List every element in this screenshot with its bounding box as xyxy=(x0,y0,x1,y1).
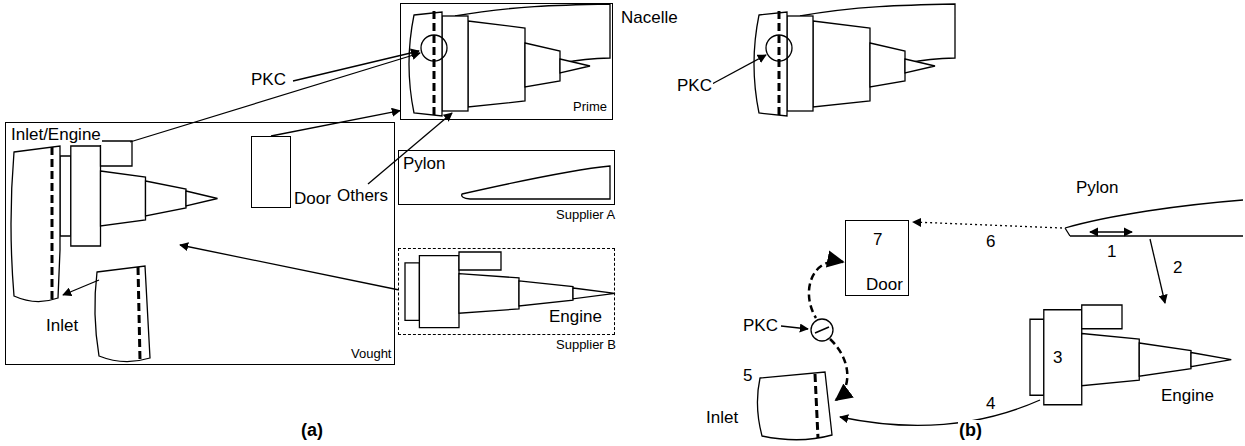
connector-arrow xyxy=(180,245,398,290)
node-label: Door xyxy=(866,275,903,295)
node-label: Vought xyxy=(351,347,392,362)
node-sublabel: Supplier A xyxy=(556,208,615,223)
part-label: PKC xyxy=(250,70,287,90)
part-label: PKC xyxy=(676,76,713,96)
node-sublabel: Supplier B xyxy=(556,338,616,353)
node-sublabel: Prime xyxy=(573,100,607,115)
node-label: Engine xyxy=(549,307,602,327)
part-label: Engine xyxy=(1160,386,1215,406)
callout-number: 4 xyxy=(985,394,996,414)
connector-arrow xyxy=(271,111,400,136)
callout-number: 2 xyxy=(1172,258,1183,278)
callout-number: 3 xyxy=(1052,348,1063,368)
part-label: Inlet xyxy=(705,408,739,428)
node-label: Pylon xyxy=(403,154,446,174)
part-label: Pylon xyxy=(1075,178,1120,198)
node-label: Door xyxy=(294,189,331,209)
supplier-box: EngineSupplier B xyxy=(398,248,615,335)
node-label: Nacelle xyxy=(621,8,678,28)
part-label: PKC xyxy=(742,316,779,336)
part-label: Others xyxy=(336,186,389,206)
panel-a-drawing xyxy=(11,4,615,362)
callout-number: 6 xyxy=(985,232,996,252)
panel-label: (a) xyxy=(300,420,324,441)
nacelle-box: NacellePrime xyxy=(400,3,613,120)
callout-number: 7 xyxy=(872,230,883,250)
part-label: Inlet xyxy=(45,316,79,336)
panel-b-drawing xyxy=(712,4,1243,440)
supplier-box: PylonSupplier A xyxy=(398,150,615,205)
part-label: Inlet/Engine xyxy=(10,125,102,145)
callout-number: 5 xyxy=(742,366,753,386)
door-panel: Door xyxy=(251,136,291,208)
callout-number: 1 xyxy=(1106,242,1117,262)
panel-label: (b) xyxy=(958,420,983,441)
